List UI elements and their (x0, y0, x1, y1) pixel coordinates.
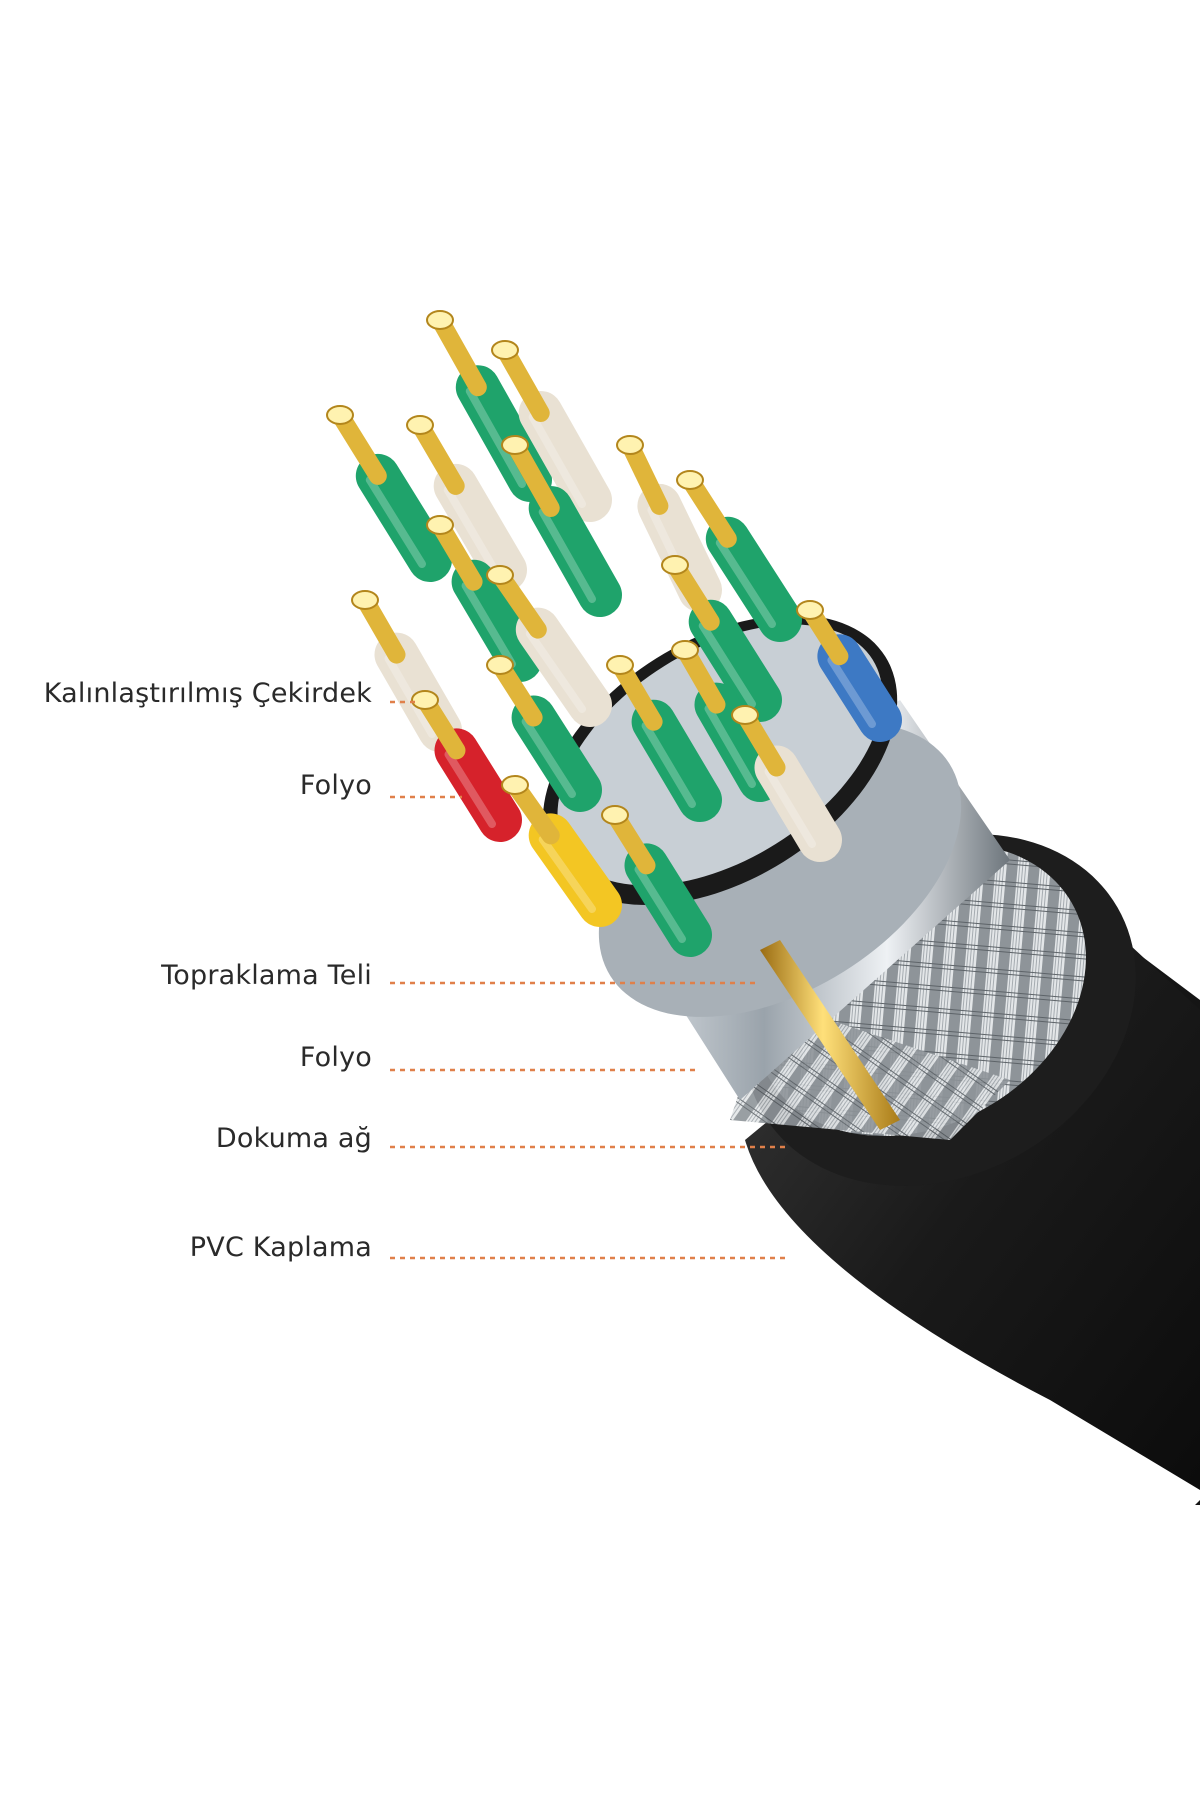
conductor-7 (676, 470, 802, 642)
conductor-16 (411, 690, 522, 842)
label-braid: Dokuma ağ (215, 1123, 372, 1154)
ground-wire-shape (760, 940, 900, 1130)
conductor-17 (501, 775, 622, 927)
conductor-15 (731, 705, 842, 862)
conductor-8 (426, 515, 542, 682)
conductor-18 (601, 805, 712, 957)
conductor-2 (491, 340, 612, 522)
conductor-3 (326, 405, 452, 582)
conductor-12 (486, 655, 602, 812)
conductor-11 (661, 555, 782, 722)
label-thick-core: Kalınlaştırılmış Çekirdek (43, 678, 372, 709)
conductor-19 (796, 600, 902, 742)
label-foil-outer: Folyo (299, 1042, 372, 1073)
leader-lines (390, 700, 790, 1260)
label-foil-inner: Folyo (299, 770, 372, 801)
label-pvc-jacket: PVC Kaplama (189, 1232, 372, 1263)
conductor-5 (501, 435, 622, 617)
conductor-13 (606, 655, 722, 822)
label-ground-wire: Topraklama Teli (161, 960, 372, 991)
core-wires (326, 310, 902, 957)
conductor-14 (671, 640, 782, 802)
conductor-4 (406, 415, 527, 592)
conductor-9 (486, 565, 612, 727)
